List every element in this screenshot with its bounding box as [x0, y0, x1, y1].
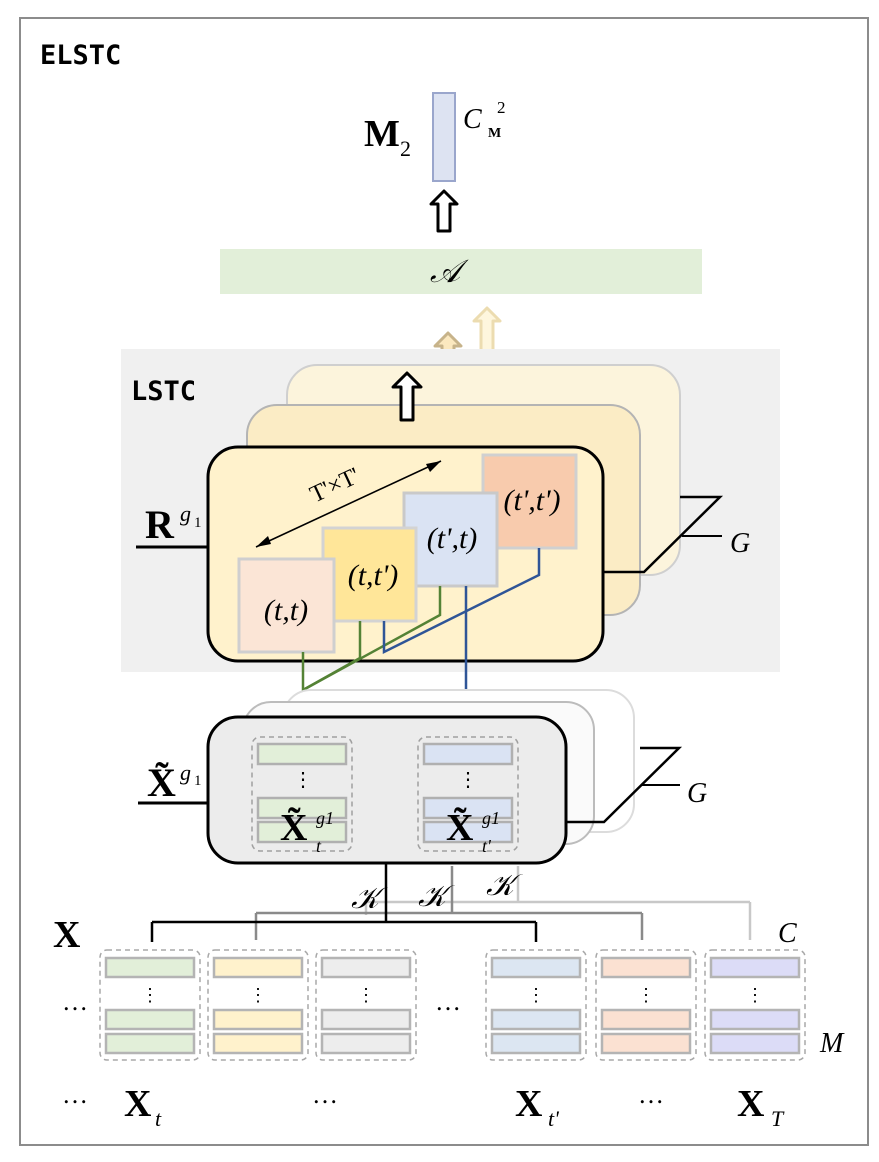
label-xtp: X t' [515, 1083, 559, 1131]
cell-label-3: (t',t) [427, 522, 478, 555]
svg-text:t: t [155, 1106, 162, 1131]
kernel-tree-main [150, 864, 538, 942]
aggregator-bar [220, 249, 702, 294]
token-vdots: ⋮ [141, 985, 159, 1005]
input-symbol: X [53, 914, 80, 956]
token-row [490, 1032, 582, 1055]
svg-text:⋮: ⋮ [458, 769, 478, 791]
token-row [212, 1008, 304, 1031]
token-vdots: ⋮ [746, 985, 764, 1005]
lstc-title: LSTC [131, 376, 196, 407]
ellipsis-bottom-left: … [62, 1080, 88, 1109]
token-group-4 [485, 949, 587, 1061]
token-row [320, 1008, 412, 1031]
token-row [104, 1032, 196, 1055]
output-dim-sub: M [488, 126, 501, 141]
label-xt: X t [124, 1083, 162, 1131]
output-vector [432, 92, 456, 182]
token-row [709, 1008, 801, 1031]
token-row [490, 1008, 582, 1031]
ellipsis-bottom-right: … [638, 1080, 664, 1109]
relation-symbol: R [145, 502, 175, 547]
relation-sup-sub: 1 [194, 515, 202, 531]
slot-right-sub: t' [482, 836, 492, 856]
token-vdots: ⋮ [249, 985, 267, 1005]
span-arrow [255, 460, 442, 548]
token-group-3 [315, 949, 417, 1061]
output-dim-symbol: C [463, 104, 482, 135]
token-row [212, 1032, 304, 1055]
svg-text:T: T [771, 1106, 785, 1131]
output-subscript: 2 [400, 136, 411, 161]
blue-link-tptp [382, 548, 541, 655]
token-row [212, 956, 304, 979]
token-row [600, 1008, 692, 1031]
ellipsis-left: … [62, 987, 88, 1016]
tilde-g-bracket [567, 746, 683, 824]
svg-text:X: X [124, 1083, 151, 1125]
svg-text:⋮: ⋮ [293, 769, 313, 791]
input-c-label: C [778, 918, 797, 949]
slot-right-sup: g1 [482, 808, 500, 828]
input-m-label: M [819, 1028, 845, 1059]
tilde-g-label: G [687, 778, 707, 809]
tilde-slot-right: ⋮ X̃ g1 t' [417, 736, 519, 856]
relation-g-label: G [730, 528, 750, 559]
token-group-5 [595, 949, 697, 1061]
output-dim-sup: 2 [497, 98, 506, 117]
cell-label-1: (t,t) [264, 594, 308, 627]
token-row [709, 956, 801, 979]
token-vdots: ⋮ [637, 985, 655, 1005]
elstc-title: ELSTC [40, 40, 121, 71]
tilde-sup: g [180, 760, 191, 785]
token-group-1 [99, 949, 201, 1061]
up-arrow-output [429, 189, 459, 233]
token-row [709, 1032, 801, 1055]
ellipsis-middle: … [435, 987, 461, 1016]
tilde-sup-sub: 1 [194, 773, 202, 789]
token-row [600, 1032, 692, 1055]
relation-sup: g [180, 501, 191, 526]
relation-g-bracket [604, 495, 724, 574]
svg-text:X: X [737, 1083, 764, 1125]
cell-t-t [237, 557, 336, 654]
token-vdots: ⋮ [357, 985, 375, 1005]
up-arrow-relation [391, 371, 423, 422]
cell-tp-t [402, 491, 499, 588]
token-group-2 [207, 949, 309, 1061]
token-row [600, 956, 692, 979]
token-row [104, 956, 196, 979]
token-row [320, 956, 412, 979]
token-row [490, 956, 582, 979]
token-row [320, 1032, 412, 1055]
token-vdots: ⋮ [527, 985, 545, 1005]
token-group-6 [704, 949, 806, 1061]
output-symbol: M [364, 113, 400, 155]
tilde-symbol: X̃ [147, 760, 176, 805]
kernel-tree-faded-1 [254, 866, 644, 940]
slot-left-sub: t [316, 836, 322, 856]
cell-label-2: (t,t') [348, 559, 399, 592]
output-m2: M 2 C M 2 [364, 92, 506, 182]
cell-label-4: (t',t') [504, 484, 561, 517]
slot-left-sup: g1 [316, 808, 334, 828]
svg-text:X: X [515, 1083, 542, 1125]
slot-left-symbol: X̃ [280, 807, 307, 849]
ellipsis-bottom-mid: … [312, 1080, 338, 1109]
label-xT: X T [737, 1083, 785, 1131]
token-groups: ⋮ ⋮ ⋮ ⋮ ⋮ ⋮ [99, 949, 806, 1061]
token-row [104, 1008, 196, 1031]
svg-text:t': t' [548, 1106, 559, 1131]
slot-right-symbol: X̃ [446, 807, 473, 849]
green-link-ttp2 [302, 586, 442, 692]
tilde-slot-left: ⋮ X̃ g1 t [251, 736, 353, 856]
